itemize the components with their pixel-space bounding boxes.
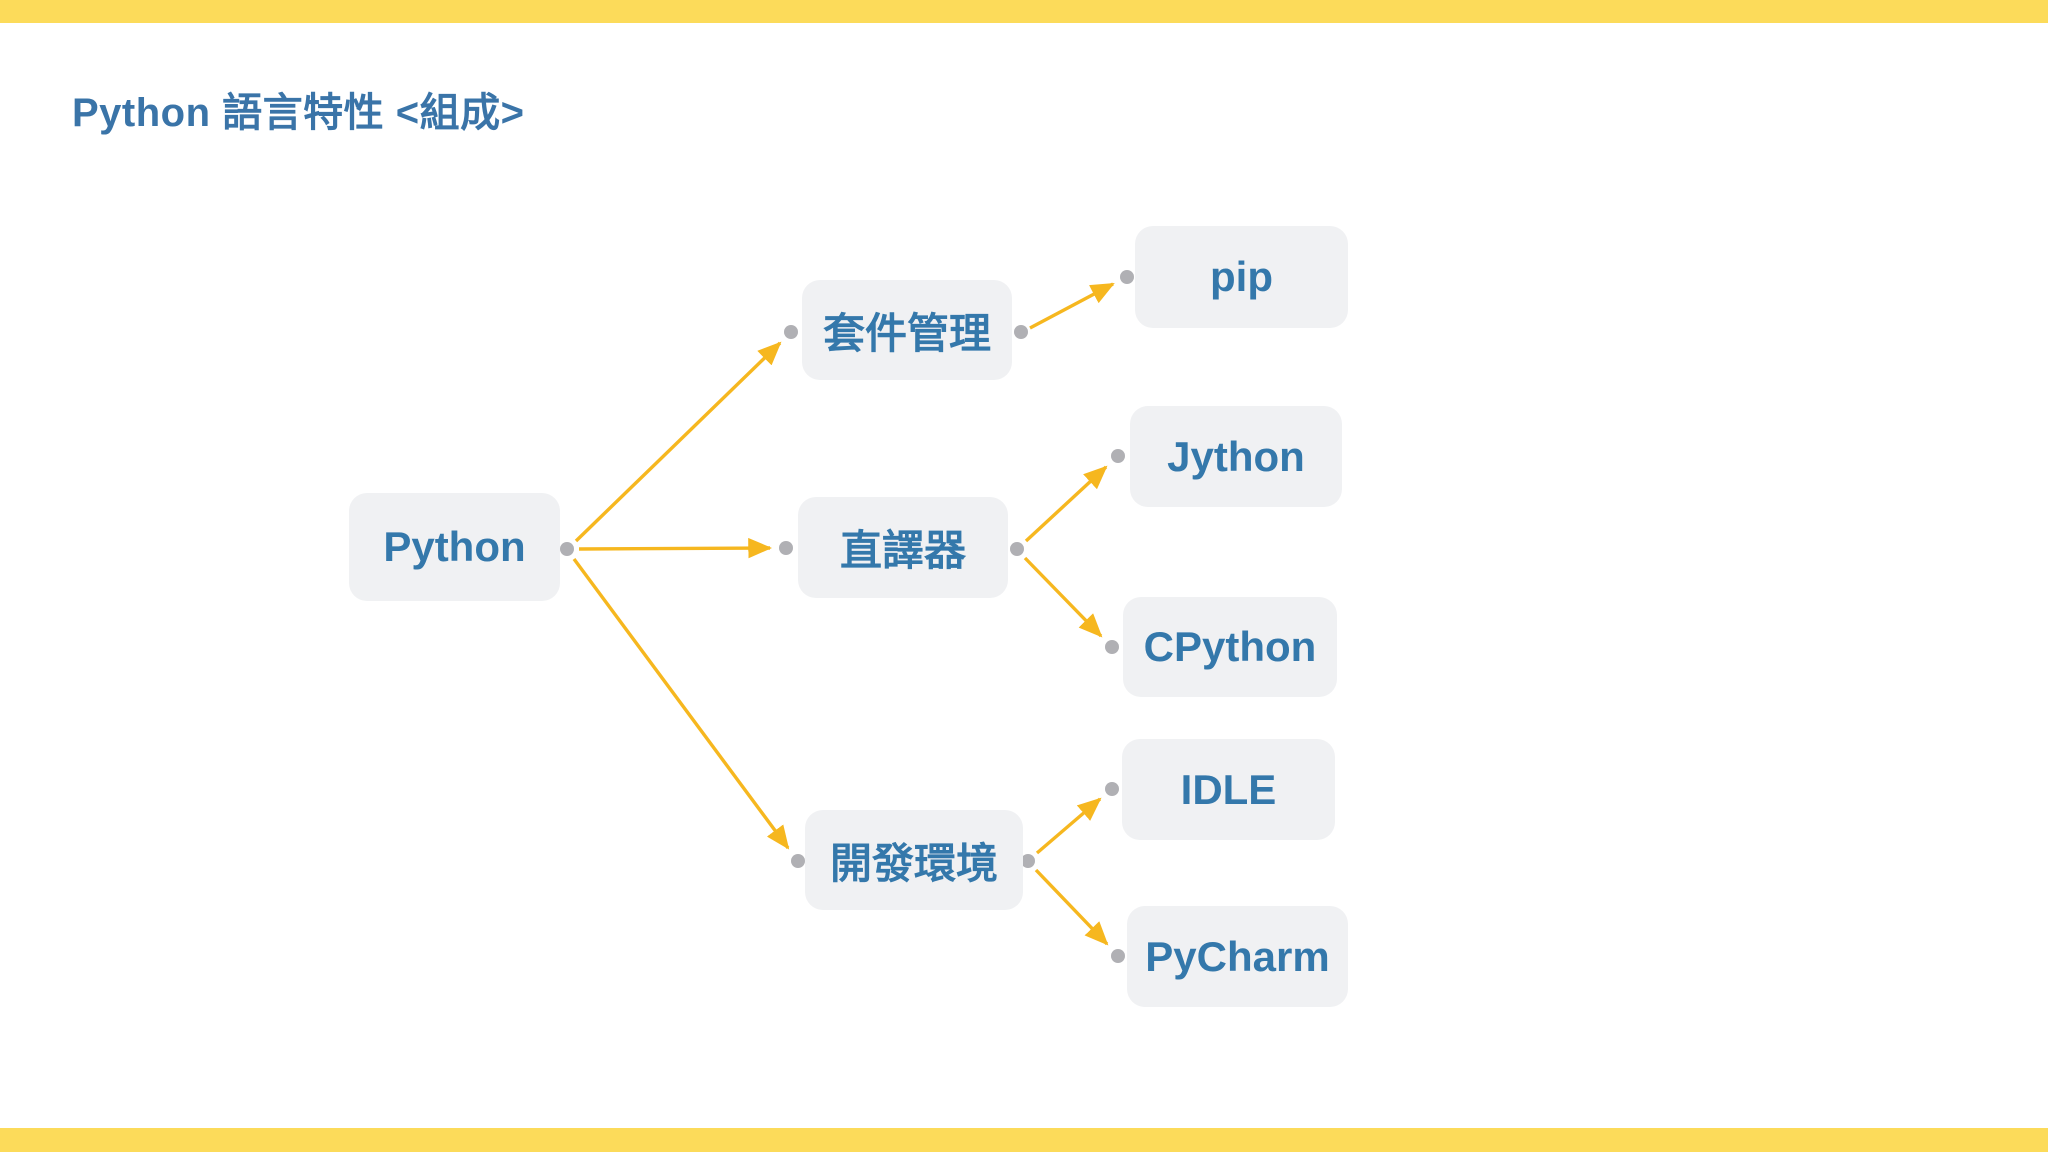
edge-dev-environment-to-idle: [1035, 797, 1102, 855]
connector-dot-package-management-right[interactable]: [1014, 325, 1028, 339]
connector-dot-jython-left[interactable]: [1111, 449, 1125, 463]
top-accent-bar: [0, 0, 2048, 23]
edge-interpreter-to-cpython: [1023, 556, 1103, 638]
node-pycharm[interactable]: PyCharm: [1127, 906, 1348, 1007]
edge-python-to-interpreter: [578, 537, 773, 559]
node-dev-environment-label: 開發環境: [829, 839, 998, 887]
page-title: Python 語言特性 <組成>: [72, 91, 525, 135]
edge-dev-environment-to-pycharm: [1034, 868, 1109, 946]
node-jython[interactable]: Jython: [1130, 406, 1342, 507]
connector-dot-package-management-left[interactable]: [784, 325, 798, 339]
edge-python-to-package-management: [574, 341, 782, 543]
node-python[interactable]: Python: [349, 493, 560, 601]
connector-dot-dev-environment-right[interactable]: [1021, 854, 1035, 868]
edge-interpreter-to-jython: [1024, 465, 1108, 543]
node-interpreter-label: 直譯器: [839, 527, 966, 574]
connector-dot-pip-left[interactable]: [1120, 270, 1134, 284]
node-dev-environment[interactable]: 開發環境: [805, 810, 1023, 910]
node-interpreter[interactable]: 直譯器: [798, 497, 1008, 598]
connector-dot-python-right[interactable]: [560, 542, 574, 556]
bottom-accent-bar: [0, 1128, 2048, 1152]
connector-dot-interpreter-left[interactable]: [779, 541, 793, 555]
node-cpython-label: CPython: [1143, 623, 1317, 670]
node-pip-label: pip: [1210, 253, 1273, 300]
connector-dot-idle-left[interactable]: [1105, 782, 1119, 796]
edge-package-management-to-pip: [1029, 282, 1115, 330]
node-pip[interactable]: pip: [1135, 226, 1348, 328]
node-pycharm-label: PyCharm: [1145, 932, 1330, 980]
connector-dot-cpython-left[interactable]: [1105, 640, 1119, 654]
node-package-management[interactable]: 套件管理: [802, 280, 1012, 380]
connector-dot-interpreter-right[interactable]: [1010, 542, 1024, 556]
node-idle[interactable]: IDLE: [1122, 739, 1335, 840]
node-jython-label: Jython: [1167, 432, 1305, 480]
connector-dot-dev-environment-left[interactable]: [791, 854, 805, 868]
node-cpython[interactable]: CPython: [1123, 597, 1337, 697]
node-package-management-label: 套件管理: [822, 309, 991, 357]
node-python-label: Python: [383, 523, 526, 570]
connector-dot-pycharm-left[interactable]: [1111, 949, 1125, 963]
edge-python-to-dev-environment: [572, 557, 790, 850]
node-idle-label: IDLE: [1180, 765, 1277, 813]
